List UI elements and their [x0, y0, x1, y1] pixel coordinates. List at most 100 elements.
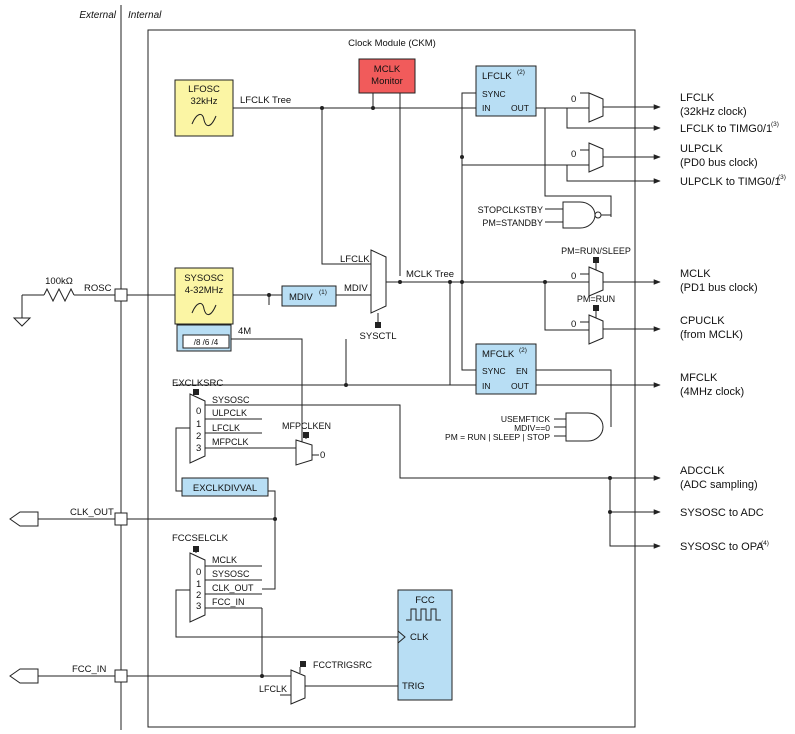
exclksrc-input-3: MFPCLK	[212, 437, 249, 447]
standby-nand-gate	[562, 201, 596, 229]
mdiv-output-label: MDIV	[344, 283, 368, 294]
sysosc-frequency: 4-32MHz	[185, 285, 224, 296]
lfclk-block-out: OUT	[511, 103, 529, 113]
exclksrc-input-1: ULPCLK	[212, 408, 247, 418]
fccselclk-index-3: 3	[196, 601, 201, 612]
lfosc-frequency: 32kHz	[191, 96, 218, 107]
cpuclk-gate-mux	[588, 314, 604, 345]
out-lfclk-name: LFCLK	[680, 92, 715, 104]
out-ulpclk-timg: ULPCLK to TIMG0/1	[680, 176, 781, 188]
out-lfclk-desc: (32kHz clock)	[680, 106, 747, 118]
out-adcclk-desc: (ADC sampling)	[680, 479, 758, 491]
pm-run-sleep-label: PM=RUN/SLEEP	[561, 246, 631, 256]
pm-run-label: PM=RUN	[577, 294, 615, 304]
mdiv-block: MDIV (1)	[281, 285, 337, 307]
fcctrigsrc-label: FCCTRIGSRC	[313, 660, 372, 670]
out-lfclk-timg-footnote: (3)	[771, 121, 779, 128]
square-wave-icon	[406, 608, 441, 621]
ulpclk-gate-mux	[588, 142, 604, 173]
exclksrc-index-1: 1	[196, 419, 201, 430]
sysosc-block: SYSOSC 4-32MHz	[174, 267, 234, 325]
fccselclk-index-1: 1	[196, 579, 201, 590]
out-mfclk-name: MFCLK	[680, 372, 718, 384]
mfclk-block: MFCLK (2) SYNC EN IN OUT	[475, 343, 537, 395]
sysosc-name: SYSOSC	[184, 273, 224, 284]
sine-wave-icon	[191, 303, 217, 315]
mclk-gate-zero: 0	[571, 271, 576, 282]
fccselclk-mux	[189, 552, 206, 623]
rosc-pin	[114, 288, 128, 302]
pm-all-label: PM = RUN | SLEEP | STOP	[445, 432, 550, 442]
mdiv-footnote: (1)	[319, 289, 327, 296]
sine-wave-icon	[191, 114, 217, 126]
fcc-in-pin	[114, 669, 128, 683]
mfclk-enable-and-gate	[565, 412, 604, 442]
rosc-pin-label: ROSC	[84, 283, 112, 294]
mdiv-label: MDIV	[289, 292, 313, 303]
out-adcclk-name: ADCCLK	[680, 465, 725, 477]
mclk-monitor-line1: MCLK	[374, 64, 401, 75]
resistor-icon	[43, 287, 75, 303]
fccselclk-index-0: 0	[196, 567, 201, 578]
pm-standby-label: PM=STANDBY	[482, 218, 543, 228]
ulpclk-gate-zero: 0	[571, 149, 576, 160]
fcc-trig-label: TRIG	[402, 681, 425, 692]
exclksrc-input-0: SYSOSC	[212, 395, 250, 405]
mclk-source-mux	[370, 249, 387, 314]
exclksrc-index-2: 2	[196, 431, 201, 442]
fcc-in-connector	[9, 668, 39, 684]
cpuclk-gate-zero: 0	[571, 319, 576, 330]
lfclk-block-footnote: (2)	[517, 69, 525, 76]
exclksrc-index-0: 0	[196, 406, 201, 417]
sysosc-4m-label: 4M	[238, 326, 251, 337]
fcc-clk-label: CLK	[410, 632, 429, 643]
clock-module-title: Clock Module (CKM)	[348, 38, 436, 49]
exclkdivval-label: EXCLKDIVVAL	[193, 483, 257, 494]
mfclk-block-en: EN	[516, 366, 528, 376]
sysosc-divider	[182, 334, 230, 349]
internal-label: Internal	[128, 10, 162, 21]
fccselclk-index-2: 2	[196, 590, 201, 601]
fcctrigsrc-mux	[290, 669, 306, 705]
mdiv-zero-label: MDIV==0	[514, 423, 550, 433]
lfosc-name: LFOSC	[188, 84, 220, 95]
mfpclk-gate-zero: 0	[320, 450, 325, 461]
exclksrc-input-2: LFCLK	[212, 423, 240, 433]
lfclk-block-title: LFCLK	[482, 71, 512, 82]
mfclk-block-in: IN	[482, 381, 491, 391]
out-cpuclk-desc: (from MCLK)	[680, 329, 743, 341]
lfclk-block: LFCLK (2) SYNC IN OUT	[475, 65, 537, 117]
clk-out-pin	[114, 512, 128, 526]
mclk-monitor-line2: Monitor	[371, 76, 403, 87]
fccselclk-input-2: CLK_OUT	[212, 583, 254, 593]
out-ulpclk-timg-footnote: (3)	[778, 174, 786, 181]
out-mclk-desc: (PD1 bus clock)	[680, 282, 758, 294]
usemftick-label: USEMFTICK	[501, 414, 550, 424]
lfclk-gate-zero: 0	[571, 94, 576, 105]
mclk-gate-mux	[588, 266, 604, 297]
out-mfclk-desc: (4MHz clock)	[680, 386, 744, 398]
out-mclk-name: MCLK	[680, 268, 711, 280]
clock-edge-icon	[397, 630, 406, 644]
rosc-resistor-value: 100kΩ	[45, 276, 73, 287]
clk-out-connector	[9, 511, 39, 527]
lfclk-tree-label: LFCLK Tree	[240, 95, 291, 106]
exclksrc-index-3: 3	[196, 443, 201, 454]
lfclk-block-sync: SYNC	[482, 89, 506, 99]
fccselclk-input-0: MCLK	[212, 555, 237, 565]
mfclk-block-sync: SYNC	[482, 366, 506, 376]
clk-out-pin-label: CLK_OUT	[70, 507, 114, 518]
lfclk-block-in: IN	[482, 103, 491, 113]
stopclkstby-label: STOPCLKSTBY	[478, 205, 543, 215]
clock-module-frame	[147, 29, 636, 728]
fcc-trig-lfclk-label: LFCLK	[259, 684, 287, 694]
fccselclk-input-3: FCC_IN	[212, 597, 245, 607]
out-lfclk-timg: LFCLK to TIMG0/1	[680, 123, 772, 135]
mclk-monitor-block: MCLK Monitor	[358, 58, 416, 94]
exclkdivval-block: EXCLKDIVVAL	[181, 477, 269, 497]
lfclk-gate-mux	[588, 92, 604, 123]
mux-lfclk-input-label: LFCLK	[340, 254, 370, 265]
fcc-block: FCC CLK TRIG	[397, 589, 453, 701]
sysosc-divider-label: /8 /6 /4	[194, 338, 219, 347]
